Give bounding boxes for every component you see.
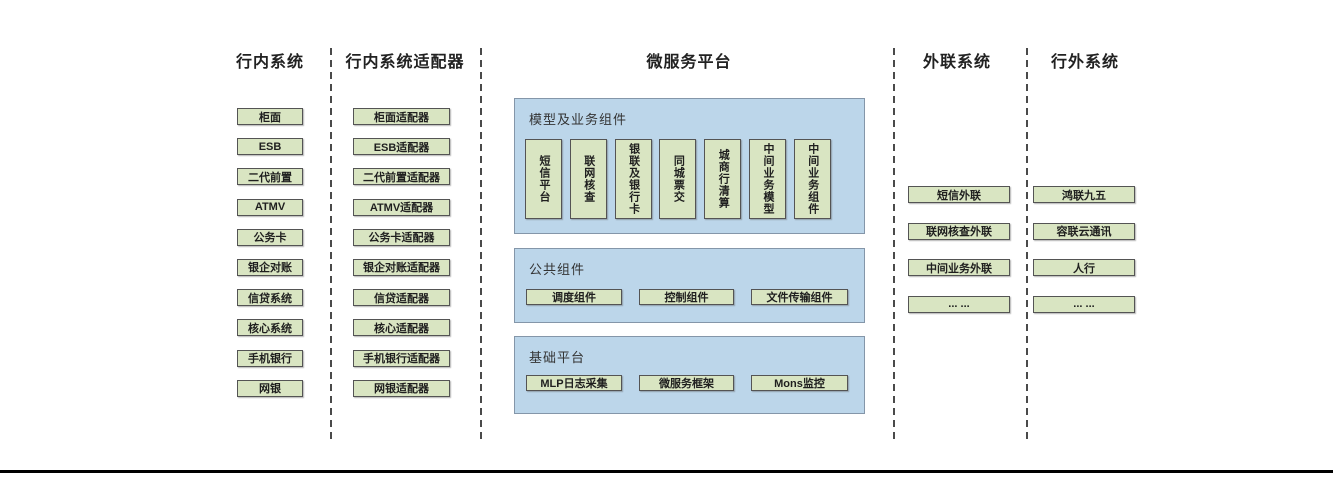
external-systems-list: 鸿联九五 容联云通讯 人行 ... ... [1033, 186, 1135, 313]
node-guimian: 柜面 [237, 108, 303, 125]
node-ronglian-cloud: 容联云通讯 [1033, 222, 1135, 240]
component-intermediate-business-model: 中间业务模型 [748, 139, 786, 219]
node-atmv: ATMV [237, 198, 303, 216]
base-platform-row: MLP日志采集 微服务框架 Mons监控 [526, 375, 848, 391]
component-control: 控制组件 [639, 289, 734, 305]
column-header-outbound-systems: 外联系统 [922, 54, 991, 71]
panel-model-business-components: 模型及业务组件 短信平台 联网核查 银联及银行卡 同城票交 城商行清算 中间业务… [514, 98, 865, 234]
dashed-separator-4 [1026, 48, 1028, 443]
component-intermediate-business-component: 中间业务组件 [793, 139, 831, 219]
node-hexin: 核心系统 [237, 319, 303, 337]
component-sms-platform: 短信平台 [525, 139, 562, 219]
dashed-separator-1 [330, 48, 332, 443]
node-sms-outbound: 短信外联 [908, 186, 1010, 203]
internal-systems-list: 柜面 ESB 二代前置 ATMV 公务卡 银企对账 信贷系统 核心系统 手机银行… [237, 108, 303, 397]
node-wangyin-adapter: 网银适配器 [353, 379, 450, 397]
adapters-list: 柜面适配器 ESB适配器 二代前置适配器 ATMV适配器 公务卡适配器 银企对账… [353, 108, 450, 397]
node-esb-adapter: ESB适配器 [353, 138, 450, 156]
component-microservice-framework: 微服务框架 [639, 375, 734, 391]
node-gongwuka-adapter: 公务卡适配器 [353, 228, 450, 246]
node-gongwuka: 公务卡 [237, 228, 303, 246]
column-header-external-systems: 行外系统 [1050, 54, 1119, 71]
dashed-separator-3 [893, 48, 895, 443]
bottom-border-line [0, 470, 1333, 473]
node-guimian-adapter: 柜面适配器 [353, 108, 450, 125]
node-pboc: 人行 [1033, 259, 1135, 276]
panel-title: 公共组件 [529, 262, 586, 277]
node-xindai-adapter: 信贷适配器 [353, 289, 450, 307]
column-header-microservice-platform: 微服务平台 [646, 54, 732, 71]
node-network-check-outbound: 联网核查外联 [908, 222, 1010, 240]
node-shouji-yinhang: 手机银行 [237, 349, 303, 367]
node-yinqi-duizhang: 银企对账 [237, 258, 303, 276]
outbound-systems-list: 短信外联 联网核查外联 中间业务外联 ... ... [908, 186, 1010, 313]
column-header-internal-systems: 行内系统 [235, 54, 304, 71]
node-xindai: 信贷系统 [237, 289, 303, 307]
node-shouji-yinhang-adapter: 手机银行适配器 [353, 349, 450, 367]
node-outbound-ellipsis: ... ... [908, 295, 1010, 313]
component-city-bank-clearing: 城商行清算 [704, 139, 742, 219]
panel-common-components: 公共组件 调度组件 控制组件 文件传输组件 [514, 248, 865, 323]
dashed-separator-2 [480, 48, 482, 443]
panel-base-platform: 基础平台 MLP日志采集 微服务框架 Mons监控 [514, 336, 865, 414]
node-erdai-qianzhi: 二代前置 [237, 168, 303, 186]
model-components-row: 短信平台 联网核查 银联及银行卡 同城票交 城商行清算 中间业务模型 中间业务组… [525, 139, 831, 219]
component-mlp-log-collection: MLP日志采集 [526, 375, 622, 391]
node-esb: ESB [237, 138, 303, 156]
node-wangyin: 网银 [237, 379, 303, 397]
component-unionpay-bankcard: 银联及银行卡 [614, 139, 652, 219]
node-external-ellipsis: ... ... [1033, 295, 1135, 313]
node-yinqi-duizhang-adapter: 银企对账适配器 [353, 258, 450, 276]
common-components-row: 调度组件 控制组件 文件传输组件 [526, 289, 848, 305]
panel-title: 模型及业务组件 [529, 112, 628, 127]
node-honglian95: 鸿联九五 [1033, 186, 1135, 203]
node-atmv-adapter: ATMV适配器 [353, 198, 450, 216]
component-file-transfer: 文件传输组件 [751, 289, 848, 305]
component-network-check: 联网核查 [569, 139, 607, 219]
node-intermediate-business-outbound: 中间业务外联 [908, 259, 1010, 276]
column-header-internal-adapters: 行内系统适配器 [345, 54, 465, 71]
component-scheduling: 调度组件 [526, 289, 622, 305]
panel-title: 基础平台 [529, 350, 586, 365]
component-city-bill-exchange: 同城票交 [659, 139, 697, 219]
component-mons-monitoring: Mons监控 [751, 375, 848, 391]
node-hexin-adapter: 核心适配器 [353, 319, 450, 337]
node-erdai-qianzhi-adapter: 二代前置适配器 [353, 168, 450, 186]
